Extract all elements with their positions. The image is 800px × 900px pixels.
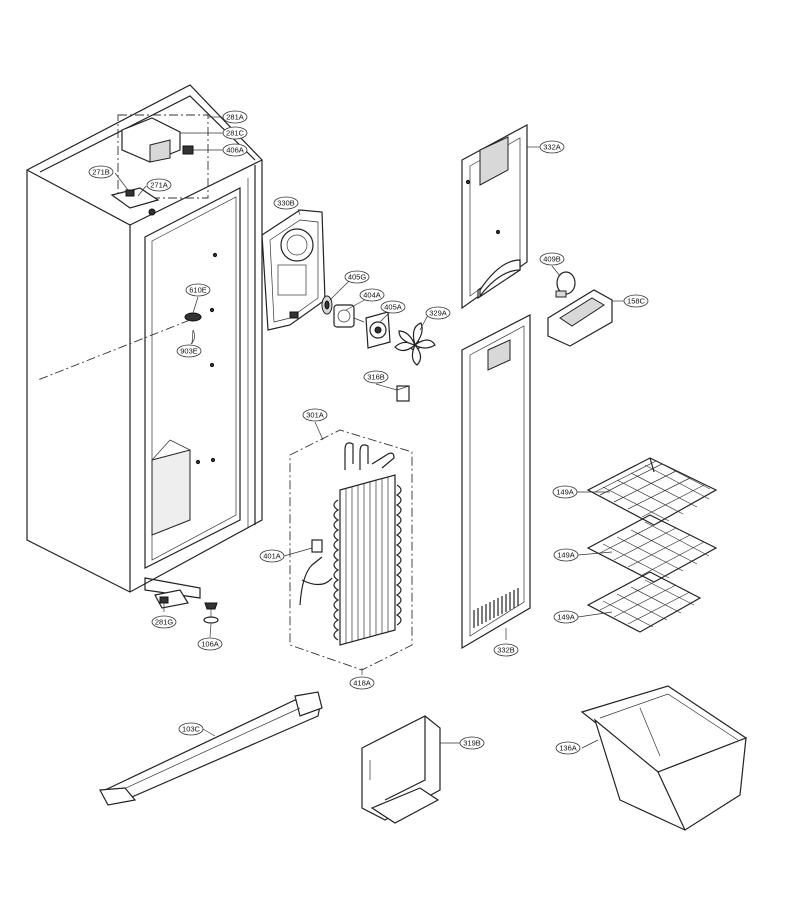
wire-shelves bbox=[586, 457, 718, 633]
callout-106a: 106A bbox=[197, 637, 223, 651]
svg-text:106A: 106A bbox=[201, 640, 219, 649]
callout-409b: 409B bbox=[539, 252, 565, 266]
callout-406a: 406A bbox=[222, 143, 248, 157]
callout-149a-middle: 149A bbox=[553, 548, 579, 562]
evaporator-coils bbox=[333, 484, 402, 641]
callout-332a: 332A bbox=[539, 140, 565, 154]
callout-319b: 319B bbox=[459, 736, 485, 750]
svg-text:158C: 158C bbox=[627, 297, 646, 306]
evaporator-drawing bbox=[289, 429, 413, 671]
svg-text:406A: 406A bbox=[226, 146, 244, 155]
callout-418a: 418A bbox=[349, 676, 375, 690]
callout-404a: 404A bbox=[359, 288, 385, 302]
lamp-and-cover bbox=[547, 271, 613, 347]
svg-text:319B: 319B bbox=[463, 739, 481, 748]
callout-158c: 158C bbox=[623, 294, 649, 308]
svg-text:405G: 405G bbox=[348, 273, 367, 282]
svg-text:329A: 329A bbox=[429, 309, 447, 318]
callout-405g: 405G bbox=[344, 270, 370, 284]
svg-text:610E: 610E bbox=[189, 286, 207, 295]
svg-text:316B: 316B bbox=[367, 373, 385, 382]
callout-136a: 136A bbox=[555, 741, 581, 755]
svg-text:903E: 903E bbox=[180, 347, 198, 356]
rear-panel-upper bbox=[461, 123, 528, 310]
svg-text:149A: 149A bbox=[557, 551, 575, 560]
svg-text:271A: 271A bbox=[150, 181, 168, 190]
part-callouts: 281A 281C 406A 271B 271A 330B 332A 405G … bbox=[88, 110, 649, 755]
svg-text:401A: 401A bbox=[263, 552, 281, 561]
wire-shelf-1 bbox=[586, 457, 718, 526]
wire-shelf-3 bbox=[586, 571, 702, 633]
svg-text:103C: 103C bbox=[182, 725, 201, 734]
lower-panel-grille bbox=[473, 588, 519, 628]
svg-text:330B: 330B bbox=[277, 199, 295, 208]
wire-shelf-2 bbox=[586, 514, 718, 583]
callout-301a: 301A bbox=[302, 408, 328, 422]
duct-cover bbox=[361, 715, 441, 824]
svg-text:404A: 404A bbox=[363, 291, 381, 300]
callout-405a: 405A bbox=[380, 300, 406, 314]
callout-271a: 271A bbox=[146, 178, 172, 192]
drawer-rail bbox=[99, 691, 323, 806]
leader-lines bbox=[114, 116, 624, 749]
callout-401a: 401A bbox=[259, 549, 285, 563]
callout-316b: 316B bbox=[363, 370, 389, 384]
cabinet-drawing bbox=[26, 84, 263, 599]
svg-text:281C: 281C bbox=[226, 129, 245, 138]
svg-text:301A: 301A bbox=[306, 411, 324, 420]
callout-903e: 903E bbox=[176, 344, 202, 358]
callout-281c: 281C bbox=[222, 126, 248, 140]
callout-330b: 330B bbox=[273, 196, 299, 210]
callout-271b: 271B bbox=[88, 165, 114, 179]
callout-329a: 329A bbox=[425, 306, 451, 320]
svg-text:409B: 409B bbox=[543, 255, 561, 264]
svg-text:281A: 281A bbox=[226, 113, 244, 122]
evaporator-fins bbox=[345, 477, 389, 643]
top-control-assembly bbox=[110, 114, 209, 216]
svg-text:281G: 281G bbox=[155, 618, 174, 627]
fan-blade bbox=[394, 322, 436, 366]
callout-281a: 281A bbox=[222, 110, 248, 124]
svg-text:418A: 418A bbox=[353, 679, 371, 688]
rear-panel-lower bbox=[461, 314, 531, 650]
svg-text:149A: 149A bbox=[556, 488, 574, 497]
svg-text:136A: 136A bbox=[559, 744, 577, 753]
callout-103c: 103C bbox=[178, 722, 204, 736]
svg-text:332B: 332B bbox=[497, 646, 515, 655]
sensor-block bbox=[396, 385, 410, 402]
fan-shroud-drawing bbox=[261, 209, 326, 331]
callout-149a-top: 149A bbox=[552, 485, 578, 499]
bottom-bracket-and-leveler bbox=[154, 589, 219, 624]
storage-bin bbox=[580, 685, 748, 831]
svg-text:405A: 405A bbox=[384, 303, 402, 312]
callout-281g: 281G bbox=[151, 615, 177, 629]
svg-text:271B: 271B bbox=[92, 168, 110, 177]
callout-149a-bottom: 149A bbox=[553, 610, 579, 624]
fan-motor-parts bbox=[321, 295, 391, 349]
callout-610e: 610E bbox=[185, 283, 211, 297]
svg-text:149A: 149A bbox=[557, 613, 575, 622]
callout-332b: 332B bbox=[493, 643, 519, 657]
svg-text:332A: 332A bbox=[543, 143, 561, 152]
